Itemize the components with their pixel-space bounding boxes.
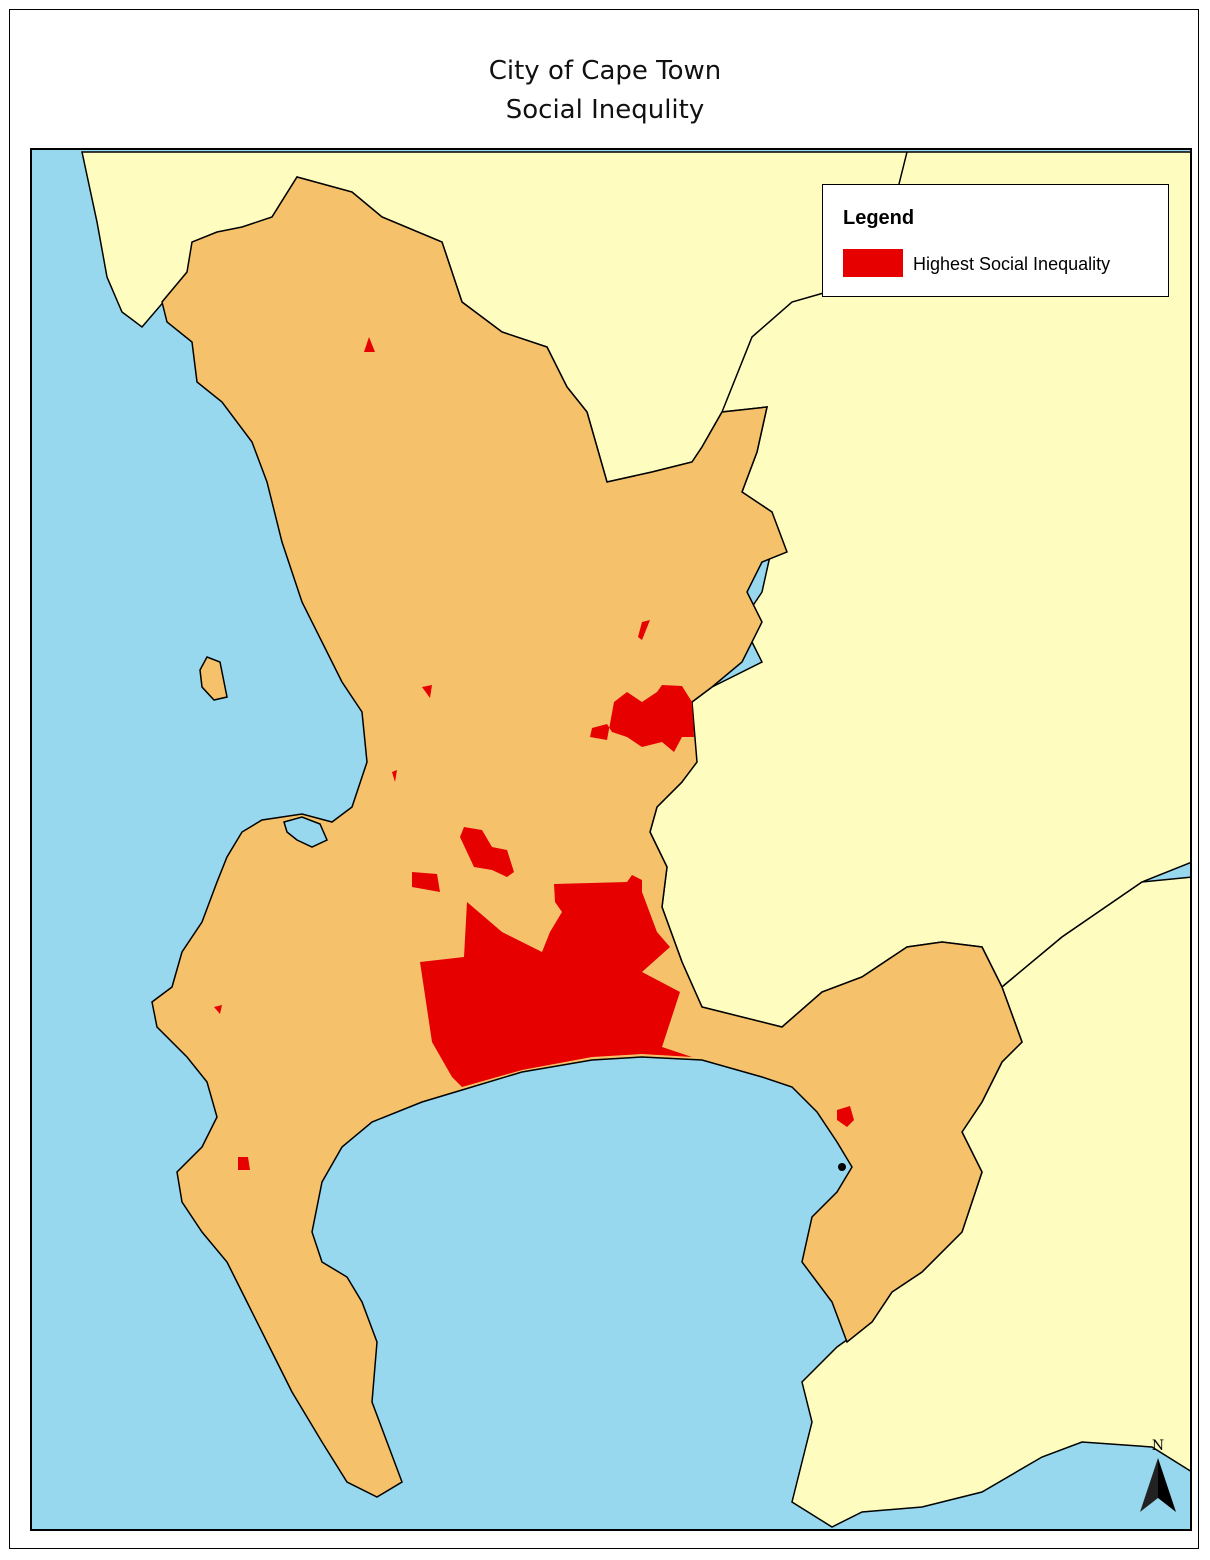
- legend-swatch-highest-inequality: [843, 249, 903, 277]
- legend-title: Legend: [843, 207, 915, 229]
- north-arrow-icon: N: [1140, 1438, 1176, 1512]
- inequality-area-small-1[interactable]: [638, 620, 650, 640]
- inequality-area-east[interactable]: [590, 685, 694, 752]
- inequality-area-large[interactable]: [420, 875, 692, 1087]
- point-marker: [838, 1163, 846, 1171]
- map-svg: [32, 150, 1190, 1529]
- robben-island[interactable]: [199, 656, 228, 701]
- north-arrow: N: [1136, 1436, 1180, 1516]
- legend-label-highest-inequality: Highest Social Inequality: [913, 254, 1111, 274]
- inequality-area-north[interactable]: [364, 337, 375, 352]
- inequality-area-small-3[interactable]: [392, 770, 397, 782]
- inequality-area-small-2[interactable]: [422, 685, 432, 698]
- map-canvas[interactable]: [30, 148, 1192, 1531]
- legend: Legend Highest Social Inequality: [822, 184, 1169, 297]
- harbour: [283, 816, 328, 848]
- inequality-area-southeast[interactable]: [837, 1106, 854, 1127]
- map-subtitle: Social Inequlity: [505, 95, 705, 125]
- map-title: City of Cape Town: [488, 56, 722, 86]
- north-arrow-label: N: [1152, 1438, 1164, 1454]
- inequality-area-west[interactable]: [412, 872, 440, 892]
- inequality-area-small-4[interactable]: [214, 1005, 222, 1014]
- inequality-area-central[interactable]: [460, 827, 514, 877]
- inequality-area-peninsula[interactable]: [238, 1157, 250, 1170]
- city-of-cape-town[interactable]: [151, 176, 1023, 1498]
